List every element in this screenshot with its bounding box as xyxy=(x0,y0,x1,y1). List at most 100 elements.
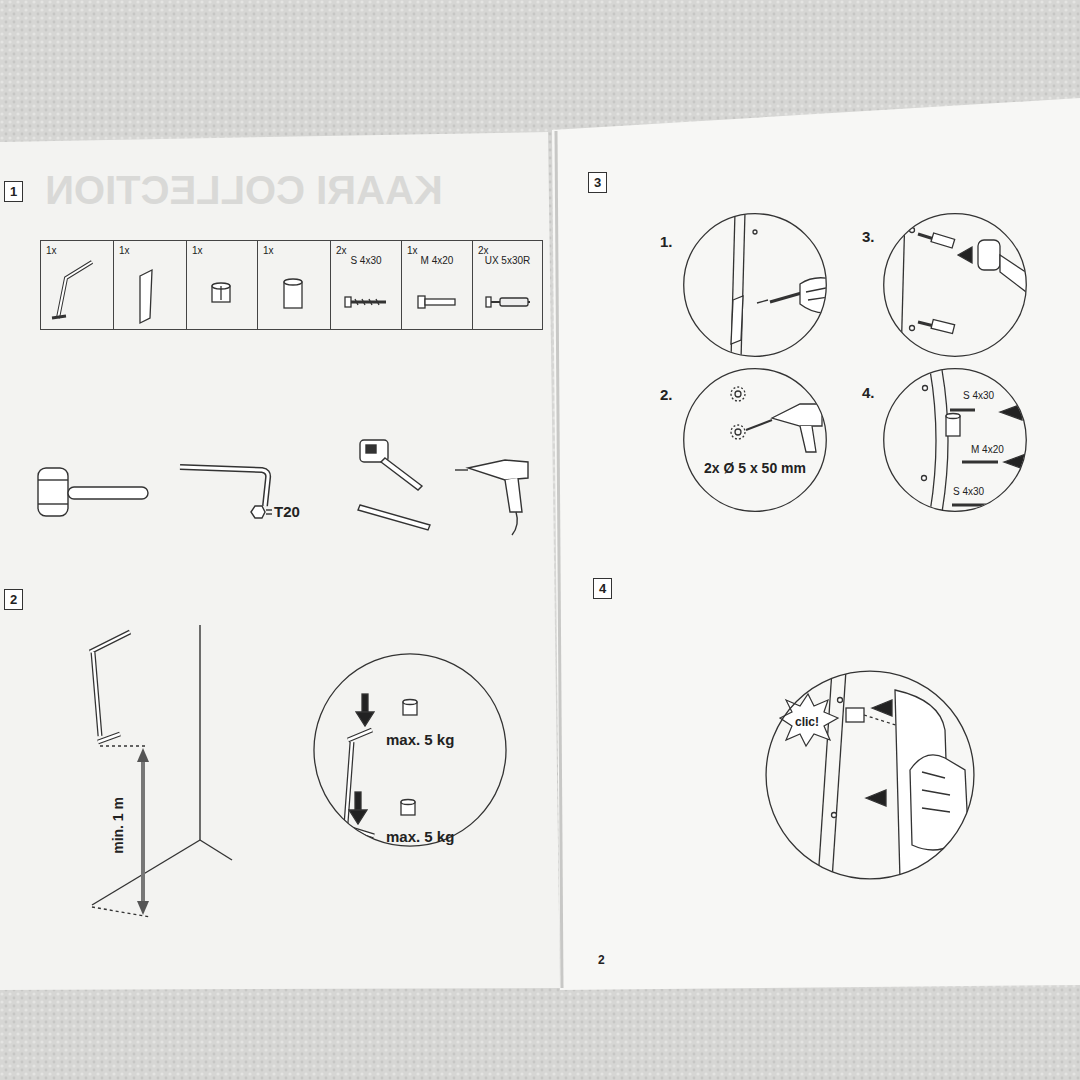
step4-detail xyxy=(910,755,968,850)
step2-detail xyxy=(362,694,368,712)
parts-icons xyxy=(284,279,302,285)
step2-illustration xyxy=(200,840,232,860)
step3-detail-3 xyxy=(978,240,1000,270)
step3-detail-1 xyxy=(753,230,757,234)
step2-illustration xyxy=(137,901,149,915)
part-cell: 1x xyxy=(186,240,258,330)
step4-detail xyxy=(866,790,886,806)
part-cell: 1xM 4x20 xyxy=(401,240,473,330)
step2-detail xyxy=(346,730,374,836)
parts-icons xyxy=(52,316,66,318)
step2-illustration xyxy=(141,758,145,905)
step3-detail-2 xyxy=(731,425,745,439)
quantity: 1x xyxy=(263,245,274,257)
step3-detail-3 xyxy=(958,247,972,263)
step2-illustration xyxy=(100,745,148,746)
step-number-text: 1 xyxy=(10,184,17,200)
tools xyxy=(505,478,522,512)
click-burst xyxy=(780,694,838,746)
tools xyxy=(38,440,528,535)
step3-detail-1 xyxy=(757,300,768,303)
load-limit: max. 5 kg xyxy=(386,828,454,846)
substep-number: 3. xyxy=(862,228,875,246)
step2-detail xyxy=(349,810,367,824)
step3-detail-1 xyxy=(731,296,743,344)
step3-detail-4 xyxy=(1000,404,1022,420)
step2-detail xyxy=(346,730,374,836)
parts-icons xyxy=(52,262,530,323)
parts-icons xyxy=(284,282,302,308)
tools xyxy=(455,469,468,470)
circle-outline xyxy=(884,214,1027,357)
quantity: 2x xyxy=(336,245,347,257)
screw-code: S 4x30 xyxy=(953,486,984,498)
tools xyxy=(512,512,517,535)
step2-illustration xyxy=(92,840,200,905)
parts-icons xyxy=(220,286,221,300)
tools xyxy=(180,467,268,506)
booklet-pages xyxy=(556,131,562,988)
booklet-pages xyxy=(0,132,560,990)
part-cell: 2xS 4x30 xyxy=(330,240,402,330)
circle-outline xyxy=(683,213,827,357)
step4-detail xyxy=(846,708,864,722)
load-limit: max. 5 kg xyxy=(386,731,454,749)
tools xyxy=(266,513,272,514)
part-cell: 1x xyxy=(257,240,331,330)
step3-detail-2 xyxy=(731,387,822,452)
part-code: UX 5x30R xyxy=(473,255,542,267)
part-cell: 1x xyxy=(113,240,187,330)
step4-detail xyxy=(832,670,846,880)
tools xyxy=(468,460,528,480)
step3-detail-3 xyxy=(931,233,955,248)
step3-detail-1 xyxy=(800,278,840,313)
step4-detail xyxy=(832,813,837,818)
detail-circle: 1. xyxy=(683,213,827,357)
parts-icons xyxy=(345,297,351,307)
screw-code: M 4x20 xyxy=(971,444,1004,456)
step3-detail-2 xyxy=(735,391,741,397)
substep-number: 1. xyxy=(660,233,673,251)
detail-circle: 3. xyxy=(883,213,1027,357)
step3-detail-4 xyxy=(950,409,975,412)
step2-detail xyxy=(401,800,415,805)
click-burst xyxy=(780,694,838,746)
step3-detail-4 xyxy=(946,414,960,419)
step3-detail-4 xyxy=(962,461,998,464)
tools xyxy=(266,509,272,510)
tools xyxy=(38,468,68,516)
step2-illustration xyxy=(90,625,232,917)
step3-detail-4 xyxy=(923,386,928,391)
step-number: 1 xyxy=(4,181,23,202)
tools xyxy=(381,458,422,490)
drill-size: 2x Ø 5 x 50 mm xyxy=(683,460,827,477)
detail-circle: 2.2x Ø 5 x 50 mm xyxy=(683,368,827,512)
parts-icons xyxy=(58,262,92,318)
parts-icons xyxy=(58,262,92,318)
parts-icons xyxy=(418,296,425,308)
circle-outline xyxy=(765,670,975,880)
circle-outline xyxy=(684,369,827,512)
parts-icons xyxy=(486,297,491,307)
step3-detail-4 xyxy=(1032,440,1046,503)
detail-circle: clic! xyxy=(765,670,975,880)
step4-detail xyxy=(922,772,950,812)
step3-detail-3 xyxy=(931,319,955,333)
step2-illustration xyxy=(199,625,200,840)
watermark: KAARI COLLECTION xyxy=(45,166,443,214)
step3-detail-2 xyxy=(731,387,745,401)
step2-detail xyxy=(403,700,417,705)
page-number: 2 xyxy=(598,953,605,967)
tools xyxy=(358,505,430,530)
booklet-pages xyxy=(552,98,1080,990)
quantity: 1x xyxy=(407,245,418,257)
detail-circle: max. 5 kg max. 5 kg xyxy=(313,653,507,847)
parts-icons xyxy=(140,270,152,323)
step2-illustration xyxy=(90,632,130,742)
tool-size: T20 xyxy=(274,503,300,521)
